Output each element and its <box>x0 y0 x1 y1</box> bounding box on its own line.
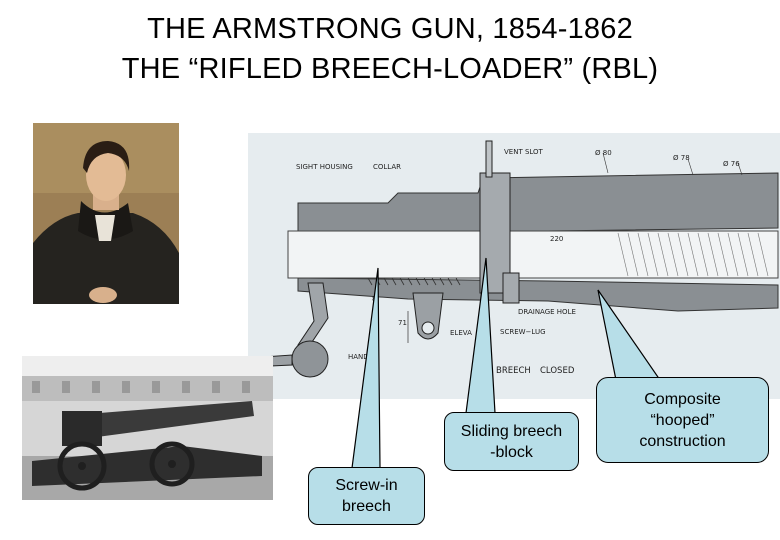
vent-slot-label: VENT SLOT <box>504 148 543 156</box>
callout-text-line: -block <box>490 443 533 461</box>
composite-hooped-construction-callout: Composite “hooped” construction <box>596 377 769 463</box>
slide-title-line-2: THE “RIFLED BREECH-LOADER” (RBL) <box>121 53 659 85</box>
sight-housing-label: SIGHT HOUSING <box>296 163 353 171</box>
callout-text-line: “hooped” <box>650 411 715 429</box>
screw-lug-label: SCREW−LUG <box>500 328 546 336</box>
breech-cutaway-diagram: SIGHT HOUSING COLLAR VENT SLOT Ø 80 Ø 78… <box>248 133 780 399</box>
breech-label: BREECH <box>496 366 531 376</box>
bore-dimension-label: 220 <box>550 235 564 243</box>
handle-label: HANDLE <box>348 353 378 361</box>
callout-text-line: Screw-in <box>335 477 398 494</box>
gun-carriage-photo <box>22 356 273 500</box>
armstrong-portrait-image <box>33 123 179 304</box>
diameter-80-label: Ø 80 <box>595 149 612 157</box>
sliding-breech-block-callout: Sliding breech -block <box>444 412 579 471</box>
closed-label: CLOSED <box>540 366 575 376</box>
callout-text-line: Composite <box>644 390 721 408</box>
callout-text-line: Sliding breech <box>460 422 563 440</box>
elevating-label: ELEVA <box>450 329 472 337</box>
callout-text-line: construction <box>639 432 726 450</box>
drainage-hole-label: DRAINAGE HOLE <box>518 308 576 316</box>
dimension-8-label: 8 <box>372 295 377 303</box>
diameter-76-label: Ø 76 <box>723 160 740 168</box>
collar-label: COLLAR <box>373 163 402 171</box>
screw-in-breech-callout: Screw-in breech <box>308 467 425 525</box>
diameter-78-label: Ø 78 <box>673 154 690 162</box>
slide-title-line-1: THE ARMSTRONG GUN, 1854-1862 <box>147 13 633 45</box>
callout-text-line: breech <box>342 498 391 515</box>
dimension-71-label: 71 <box>398 319 407 327</box>
